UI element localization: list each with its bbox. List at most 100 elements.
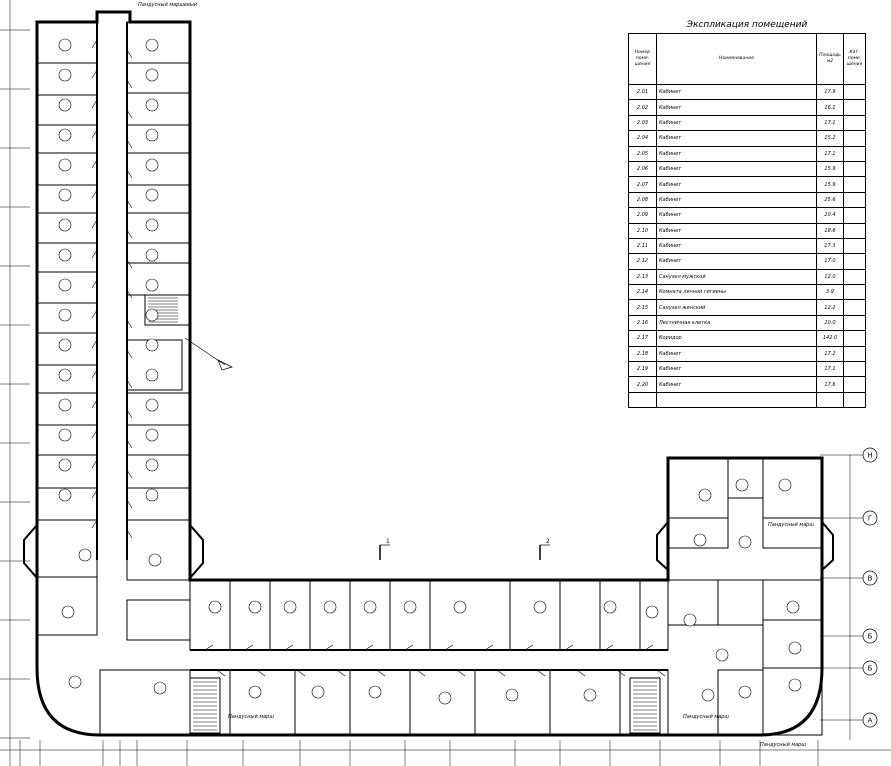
room-number-bubble: [58, 488, 72, 502]
room-number-bubble: [153, 681, 167, 695]
room-number-bubble: [738, 535, 752, 549]
room-number-bubble: [145, 428, 159, 442]
cell-category: [843, 299, 866, 316]
room-number-bubble: [68, 675, 82, 689]
axis-label: Н: [867, 452, 872, 460]
door-swing: [126, 529, 133, 539]
header-name: Наименование: [656, 33, 817, 85]
door-swing: [91, 189, 98, 199]
door-swing: [324, 644, 334, 651]
door-swing: [126, 379, 133, 389]
door-swing: [564, 644, 574, 651]
room-number-bubble: [61, 605, 75, 619]
room-number-bubble: [583, 688, 597, 702]
cell-area: 17.0: [816, 253, 844, 270]
room: [762, 457, 823, 519]
door-swing: [644, 644, 654, 651]
room: [189, 579, 231, 651]
room: [269, 579, 311, 651]
room-number-bubble: [786, 600, 800, 614]
cell-category: [843, 330, 866, 347]
corner-note: Пандусный марш: [760, 742, 806, 748]
door-swing: [126, 439, 133, 449]
room: [126, 519, 191, 581]
cell-category: [843, 268, 866, 286]
room-number-bubble: [603, 600, 617, 614]
room: [189, 669, 231, 736]
room-number-bubble: [58, 98, 72, 112]
door-swing: [284, 644, 294, 651]
room-number-bubble: [505, 688, 519, 702]
room-number-bubble: [438, 691, 452, 705]
room: [126, 124, 191, 154]
room-number-bubble: [248, 685, 262, 699]
axis-bubble: [862, 447, 878, 463]
room-number-bubble: [788, 678, 802, 692]
room: [559, 579, 601, 651]
door-swing: [91, 519, 98, 529]
axis-bubble: [862, 570, 878, 586]
cell-empty: [843, 391, 866, 409]
bay-wall: [23, 524, 38, 579]
door-swing: [91, 219, 98, 229]
door-swing: [126, 109, 133, 119]
cell-name: Кабинет: [656, 99, 817, 116]
room: [126, 487, 191, 521]
axis-label: В: [868, 575, 873, 583]
door-swing: [484, 644, 494, 651]
room-number-bubble: [145, 128, 159, 142]
room: [36, 576, 98, 636]
cell-number: 2.13: [628, 268, 657, 286]
door-swing: [91, 249, 98, 259]
room: [126, 424, 191, 456]
room-number-bubble: [145, 278, 159, 292]
room: [727, 457, 764, 499]
door-swing: [524, 644, 534, 651]
room-number-bubble: [58, 68, 72, 82]
room: [229, 579, 271, 651]
cell-category: [843, 314, 866, 332]
room: [509, 579, 561, 651]
cell-category: [843, 361, 866, 378]
room-number-bubble: [533, 600, 547, 614]
door-swing: [604, 644, 614, 651]
room: [126, 212, 191, 244]
room-number-bubble: [145, 308, 159, 322]
room: [126, 184, 191, 214]
room: [126, 262, 191, 296]
room-number-bubble: [145, 368, 159, 382]
room: [229, 669, 296, 736]
header-number: Номер поме-щения: [628, 33, 657, 85]
room-number-bubble: [58, 278, 72, 292]
bay-wall: [656, 521, 669, 571]
door-swing: [126, 319, 133, 329]
room-number-bubble: [311, 685, 325, 699]
door-swing: [256, 669, 266, 677]
room-number-bubble: [145, 68, 159, 82]
door-swing: [126, 229, 133, 239]
room-number-bubble: [58, 458, 72, 472]
room: [349, 579, 391, 651]
room-number-bubble: [145, 98, 159, 112]
room: [599, 579, 641, 651]
door-swing: [376, 669, 386, 677]
bay-wall: [189, 524, 204, 579]
room-number-bubble: [715, 648, 729, 662]
room-number-bubble: [58, 398, 72, 412]
door-swing: [91, 279, 98, 289]
room-number-bubble: [148, 553, 162, 567]
room-number-bubble: [701, 688, 715, 702]
door-swing: [244, 644, 254, 651]
door-swing: [126, 289, 133, 299]
stair-note-right: Пандусный марш: [683, 714, 729, 720]
section-label: 1: [386, 538, 390, 545]
